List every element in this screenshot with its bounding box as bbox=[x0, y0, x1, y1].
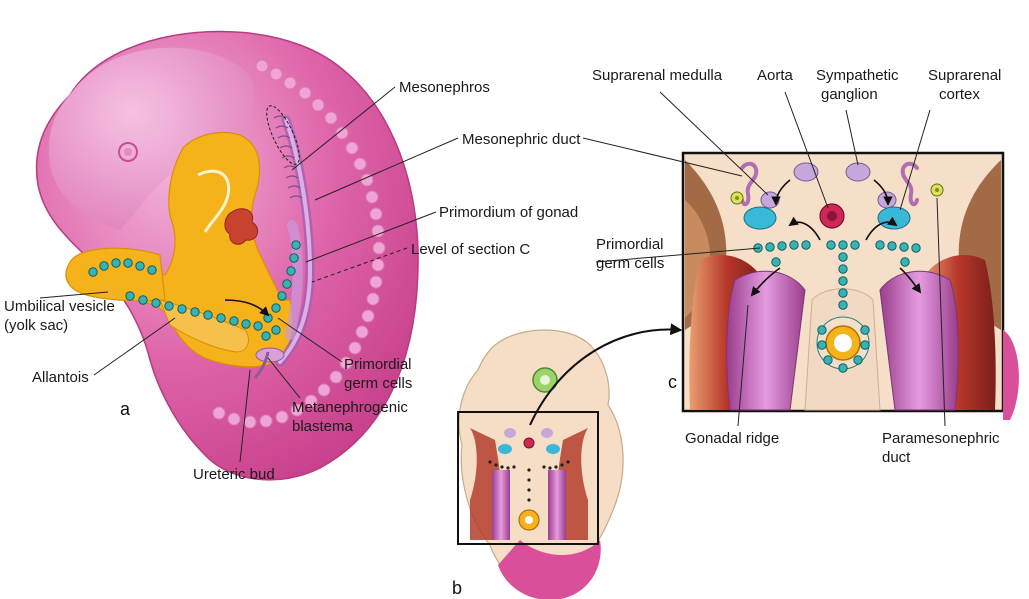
label-umbilical-vesicle: Umbilical vesicle bbox=[4, 297, 115, 316]
label-primordial-germ-cells-c-line1: Primordial bbox=[596, 235, 664, 254]
umbilical-vesicle bbox=[66, 248, 165, 300]
suprarenal-cortex-right bbox=[878, 207, 910, 229]
label-primordium-of-gonad: Primordium of gonad bbox=[439, 203, 578, 222]
label-paramesonephric-line2: duct bbox=[882, 448, 910, 467]
panel-letter-c: c bbox=[668, 372, 677, 393]
label-metanephrogenic-line2: blastema bbox=[292, 417, 353, 436]
section-panel-b bbox=[458, 330, 680, 599]
label-primordial-germ-cells-a-line2: germ cells bbox=[344, 374, 412, 393]
label-gonadal-ridge: Gonadal ridge bbox=[685, 429, 779, 448]
suprarenal-cortex-left bbox=[744, 207, 776, 229]
label-suprarenal-cortex-line2: cortex bbox=[939, 85, 980, 104]
label-mesonephric-duct: Mesonephric duct bbox=[462, 130, 580, 149]
label-primordial-germ-cells-c-line2: germ cells bbox=[596, 254, 664, 273]
panel-letter-b: b bbox=[452, 578, 462, 599]
label-paramesonephric-line1: Paramesonephric bbox=[882, 429, 1000, 448]
label-sympathetic-ganglion-line2: ganglion bbox=[821, 85, 878, 104]
panel-letter-a: a bbox=[120, 399, 130, 420]
section-panel-c bbox=[683, 153, 1019, 420]
label-suprarenal-medulla: Suprarenal medulla bbox=[592, 66, 722, 85]
label-aorta: Aorta bbox=[757, 66, 793, 85]
label-metanephrogenic-line1: Metanephrogenic bbox=[292, 398, 408, 417]
label-sympathetic-ganglion-line1: Sympathetic bbox=[816, 66, 899, 85]
label-mesonephros: Mesonephros bbox=[399, 78, 490, 97]
label-ureteric-bud: Ureteric bud bbox=[193, 465, 275, 484]
label-level-of-section: Level of section C bbox=[411, 240, 530, 259]
label-suprarenal-cortex-line1: Suprarenal bbox=[928, 66, 1001, 85]
sympathetic-ganglion-right bbox=[846, 163, 870, 181]
label-yolk-sac: (yolk sac) bbox=[4, 316, 68, 335]
label-allantois: Allantois bbox=[32, 368, 89, 387]
label-primordial-germ-cells-a-line1: Primordial bbox=[344, 355, 412, 374]
